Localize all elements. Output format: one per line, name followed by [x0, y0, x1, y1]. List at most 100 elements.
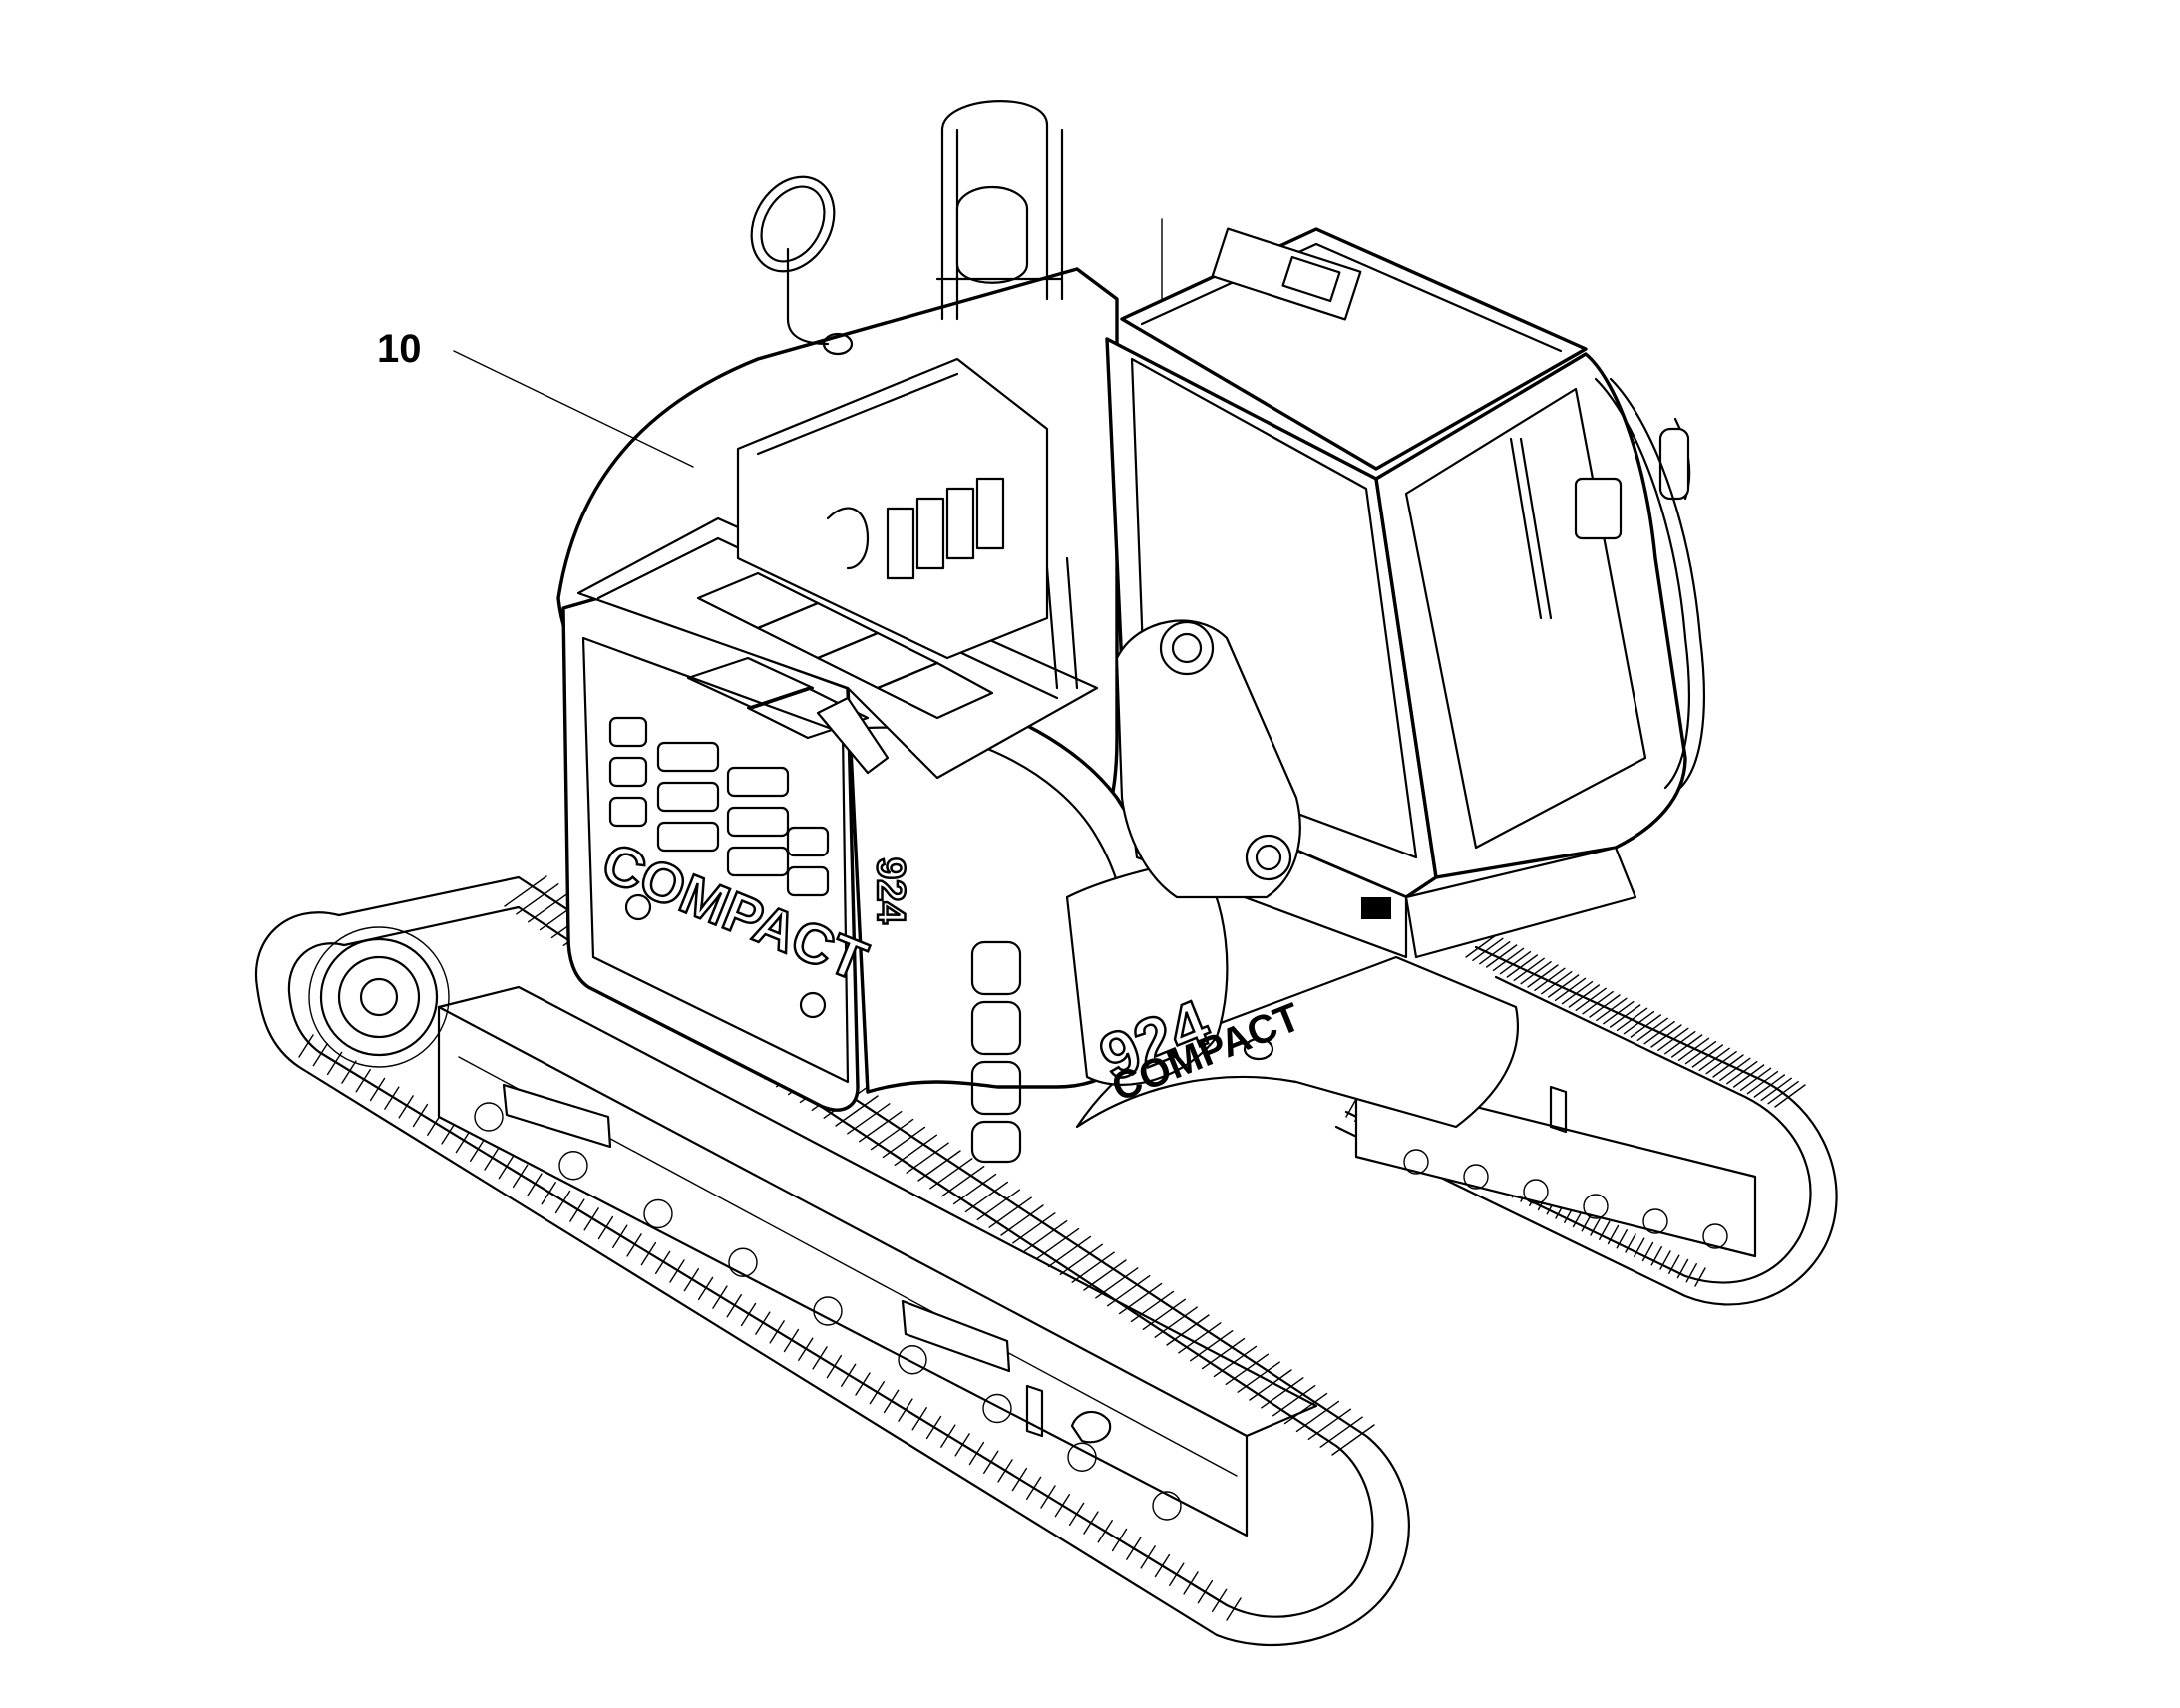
track-shoe-line: [1599, 1220, 1611, 1240]
track-shoe-line: [1479, 940, 1511, 965]
track-shoe-line: [583, 1207, 599, 1231]
track-shoe-line: [669, 1259, 685, 1283]
track-shoe-line: [1575, 987, 1607, 1012]
track-shoe-line: [1178, 1322, 1222, 1354]
track-shoe-line: [326, 1051, 343, 1076]
track-shoe-line: [941, 1166, 985, 1197]
track-shoe-line: [1097, 1520, 1113, 1543]
track-shoe-line: [883, 1389, 900, 1414]
track-shoe-line: [1126, 1537, 1142, 1560]
track-shoe-line: [925, 1415, 942, 1440]
track-shoe-line: [1000, 1204, 1044, 1236]
track-shoe-line: [697, 1276, 714, 1301]
track-shoe-line: [355, 1069, 371, 1093]
track-shoe-line: [1331, 1424, 1375, 1456]
track-shoe-line: [1024, 1220, 1068, 1252]
track-shoe-line: [911, 1407, 927, 1431]
track-shoe-line: [1083, 1511, 1099, 1535]
track-shoe-line: [740, 1302, 757, 1327]
track-shoe-line: [1616, 1229, 1628, 1249]
track-shoe-line: [1616, 1007, 1648, 1032]
track-shoe-line: [1719, 1057, 1751, 1082]
left-sprocket: [308, 926, 450, 1068]
track-shoe-line: [1213, 1345, 1258, 1378]
track-shoe-line: [1068, 1502, 1085, 1527]
track-shoe-line: [683, 1267, 700, 1292]
track-shoe-line: [1025, 1476, 1042, 1501]
track-shoe-line: [1603, 1000, 1635, 1025]
track-shoe-line: [1541, 970, 1573, 995]
track-roller: [1642, 1208, 1668, 1234]
track-shoe-line: [1534, 967, 1566, 992]
track-roller: [643, 1198, 673, 1229]
track-roller: [558, 1151, 588, 1181]
track-shoe-line: [1643, 1020, 1675, 1045]
track-shoe-line: [1083, 1259, 1127, 1291]
track-shoe-line: [1197, 1579, 1214, 1604]
track-shoe-line: [929, 1158, 973, 1190]
track-shoe-line: [1650, 1024, 1682, 1048]
track-shoe-line: [1650, 1246, 1662, 1266]
track-shoe-line: [398, 1095, 414, 1119]
track-shoe-line: [1513, 957, 1545, 982]
track-shoe-line: [1668, 1254, 1680, 1274]
track-shoe-line: [783, 1328, 800, 1353]
track-shoe-line: [1691, 1044, 1724, 1068]
tail-lights: [970, 940, 1022, 1164]
track-shoe-line: [412, 1103, 429, 1128]
track-shoe-line: [755, 1311, 771, 1335]
track-shoe-line: [654, 1250, 671, 1275]
track-shoe-line: [1345, 1098, 1357, 1118]
track-shoe-line: [1670, 1034, 1703, 1058]
track-shoe-line: [369, 1077, 386, 1102]
track-shoe-line: [1609, 1004, 1641, 1028]
track-shoe-line: [516, 883, 559, 915]
track-shoe-line: [1118, 1282, 1163, 1315]
track-roller: [1403, 1149, 1429, 1175]
track-roller: [898, 1345, 927, 1375]
track-shoe-line: [1211, 1588, 1228, 1613]
track-shoe-line: [1739, 1067, 1772, 1092]
track-roller: [1152, 1491, 1182, 1521]
track-shoe-line: [1726, 1060, 1758, 1085]
track-shoe-line: [1694, 1267, 1706, 1287]
track-shoe-line: [1596, 997, 1628, 1022]
exhaust-assembly: [750, 100, 1163, 356]
track-shoe-line: [498, 1155, 515, 1180]
left-track-rollers: [474, 1102, 1182, 1521]
track-shoe-line: [726, 1294, 742, 1318]
track-shoe-line: [1712, 1054, 1744, 1078]
callout-label: 10: [377, 327, 422, 371]
track-shoe-line: [612, 1224, 628, 1248]
track-shoe-line: [1249, 1369, 1292, 1401]
track-shoe-line: [988, 1196, 1032, 1228]
track-shoe-line: [1625, 1233, 1636, 1253]
track-shoe-line: [1166, 1314, 1210, 1346]
track-shoe-line: [1547, 974, 1580, 998]
track-shoe-line: [997, 1459, 1013, 1483]
track-shoe-line: [1746, 1070, 1779, 1095]
track-shoe-line: [298, 1034, 314, 1058]
control-valve-bank: [736, 357, 1079, 690]
track-shoe-line: [1623, 1010, 1655, 1035]
track-shoe-line: [859, 1111, 903, 1143]
track-shoe-line: [527, 1173, 543, 1196]
track-roller: [982, 1393, 1012, 1424]
track-shoe-line: [968, 1441, 985, 1466]
track-shoe-line: [1561, 980, 1594, 1005]
track-shoe-line: [1636, 1017, 1668, 1042]
track-shoe-line: [1685, 1263, 1697, 1283]
track-shoe-line: [1295, 1400, 1340, 1433]
track-shoe-line: [455, 1129, 472, 1154]
track-roller: [1067, 1442, 1097, 1472]
track-shoe-line: [1169, 1562, 1185, 1586]
track-shoe-line: [1130, 1290, 1175, 1323]
track-shoe-line: [1472, 937, 1504, 962]
track-shoe-line: [1705, 1050, 1737, 1075]
track-roller: [474, 1102, 504, 1132]
track-shoe-line: [882, 1126, 926, 1159]
track-shoe-line: [1554, 977, 1587, 1002]
track-shoe-line: [1590, 1216, 1602, 1236]
track-shoe-line: [712, 1285, 728, 1309]
